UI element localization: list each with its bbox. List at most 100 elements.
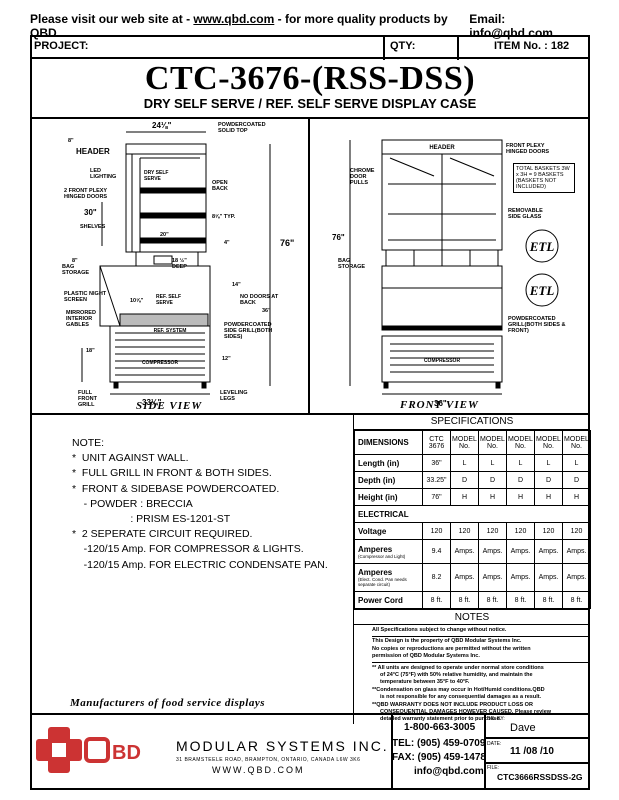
- baskets-note: TOTAL BASKETS 3W x 3H = 9 BASKETS (BASKE…: [513, 163, 575, 193]
- divider: [308, 117, 310, 413]
- note-line: * FULL GRILL IN FRONT & BOTH SIDES.: [72, 467, 272, 480]
- ref-system-label: REF. SYSTEM: [154, 328, 187, 334]
- model-col: CTC 3676: [422, 430, 451, 455]
- table-row: ELECTRICAL: [354, 505, 591, 523]
- front-compressor-label: COMPRESSOR: [424, 358, 461, 364]
- removable-label: REMOVABLE SIDE GLASS: [508, 208, 543, 220]
- file-value: CTC3666RSSDSS-2G: [497, 772, 583, 782]
- spec-table: DIMENSIONS CTC 3676 MODEL No. MODEL No. …: [354, 430, 591, 609]
- qbd-logo: BD: [36, 727, 141, 773]
- model-hdr: MODEL No.: [506, 430, 535, 455]
- model-hdr: MODEL No.: [562, 430, 591, 455]
- notes-header: NOTES: [354, 609, 590, 625]
- header-dim: 8": [68, 138, 74, 144]
- website-link[interactable]: www.qbd.com: [193, 12, 275, 26]
- table-row: Amperes(Elect. Cond. Pan needs separate …: [354, 563, 591, 592]
- grill-label: POWDERCOATED SIDE GRILL(BOTH SIDES): [224, 322, 273, 340]
- date-value: 11 /08 /10: [510, 746, 554, 757]
- fourteen-label: 14": [232, 282, 241, 288]
- twelve-label: 12": [222, 356, 231, 362]
- page-subtitle: DRY SELF SERVE / REF. SELF SERVE DISPLAY…: [143, 96, 477, 111]
- divider: [484, 713, 486, 790]
- date-label: DATE:: [487, 741, 502, 747]
- compressor-label: COMPRESSOR: [142, 360, 179, 366]
- company-name: MODULAR SYSTEMS INC.: [176, 738, 389, 754]
- page-title: CTC-3676-(RSS-DSS): [144, 60, 476, 97]
- plexy-label: 2 FRONT PLEXY HINGED DOORS: [64, 188, 108, 200]
- divider: [383, 35, 385, 60]
- front-header-label: HEADER: [429, 145, 455, 151]
- four-label: 4": [224, 240, 230, 246]
- shelves-label: SHELVES: [80, 224, 106, 230]
- front-height-dim: 76": [332, 233, 345, 242]
- tagline: Manufacturers of food service displays: [70, 697, 265, 709]
- full-front-label: FULL FRONT GRILL: [78, 390, 97, 408]
- eighteen-label: 18": [86, 348, 95, 354]
- leveling-label: LEVELING LEGS: [220, 390, 248, 402]
- solid-top-label: POWDERCOATED SOLID TOP: [218, 122, 266, 134]
- etl-logo-1: ETL: [529, 239, 555, 254]
- dr-value: Dave: [510, 722, 536, 734]
- divider: [391, 713, 393, 790]
- side-view-label: SIDE VIEW: [136, 400, 203, 412]
- front-four-label: 4": [439, 326, 445, 332]
- front-width-dim: 36": [434, 399, 447, 408]
- divider: [484, 737, 590, 739]
- specifications-panel: SPECIFICATIONS DIMENSIONS CTC 3676 MODEL…: [353, 414, 591, 724]
- file-label: FILE:: [487, 765, 499, 771]
- spec-title: SPECIFICATIONS: [354, 414, 590, 430]
- phone-tollfree: 1-800-663-3005: [404, 722, 476, 733]
- company-web[interactable]: WWW.QBD.COM: [212, 765, 305, 775]
- shelf-dim: 30": [84, 208, 97, 217]
- notes-title: NOTE:: [72, 437, 105, 449]
- table-row: Amperes(Compressor and Light) 9.4 Amps.A…: [354, 539, 591, 564]
- front-bag-label: BAG STORAGE: [338, 258, 366, 270]
- note-line: * 2 SEPERATE CIRCUIT REQUIRED.: [72, 528, 253, 541]
- sheet-frame: [30, 35, 590, 790]
- front-view-drawing: ETL ETL HEADER COMPRESSOR 4" 76" 36": [332, 139, 559, 408]
- no-doors-label: NO DOORS AT BACK: [240, 294, 279, 306]
- note-line: * UNIT AGAINST WALL.: [72, 452, 189, 465]
- open-back-label: OPEN BACK: [212, 180, 228, 192]
- note-line: -120/15 Amp. FOR COMPRESSOR & LIGHTS.: [72, 543, 304, 556]
- divider: [30, 413, 590, 415]
- model-hdr: MODEL No.: [534, 430, 563, 455]
- depth-bottom-dim: 33¼": [142, 398, 162, 407]
- dr-label: DR. BY:: [487, 716, 505, 722]
- phone-fax: FAX: (905) 459-1478: [392, 752, 486, 763]
- deep-label: 18 ½" DEEP: [172, 258, 187, 270]
- qty-label: QTY:: [390, 40, 416, 52]
- depth20-label: 20": [160, 232, 169, 238]
- info-row: PROJECT: QTY: ITEM No. : 182: [30, 35, 590, 59]
- model-hdr: MODEL No.: [478, 430, 507, 455]
- divider: [457, 35, 459, 60]
- footer-email[interactable]: info@qbd.com: [414, 766, 484, 777]
- etl-logo-2: ETL: [529, 283, 555, 298]
- notes-section: NOTE: * UNIT AGAINST WALL. * FULL GRILL …: [72, 436, 328, 573]
- chrome-label: CHROME DOOR PULLS: [350, 168, 375, 186]
- website-line: Please visit our web site at - www.qbd.c…: [30, 12, 448, 40]
- note-line: : PRISM ES-1201-ST: [72, 513, 231, 526]
- dimensions-header: DIMENSIONS: [354, 430, 423, 455]
- model-hdr: MODEL No.: [450, 430, 479, 455]
- divider: [30, 713, 590, 715]
- ten-label: 10⅝": [130, 298, 144, 304]
- fine-print: All Specifications subject to change wit…: [354, 625, 590, 724]
- divider: [484, 762, 590, 764]
- hinged-label: FRONT PLEXY HINGED DOORS: [506, 143, 550, 155]
- company-address: 31 BRAMSTEELE ROAD, BRAMPTON, ONTARIO, C…: [176, 757, 361, 763]
- mirrored-label: MIRRORED INTERIOR GABLES: [66, 310, 96, 328]
- led-label: LED LIGHTING: [90, 168, 117, 180]
- height-dim: 76": [280, 238, 294, 248]
- svg-text:BD: BD: [112, 742, 141, 764]
- thirtysix-label: 36": [262, 308, 271, 314]
- typ-label: 8⅝" TYP.: [212, 214, 236, 220]
- table-row: Power Cord 8 ft. 8 ft.8 ft.8 ft.8 ft.8 f…: [354, 591, 591, 609]
- note-line: -120/15 Amp. FOR ELECTRIC CONDENSATE PAN…: [72, 558, 328, 571]
